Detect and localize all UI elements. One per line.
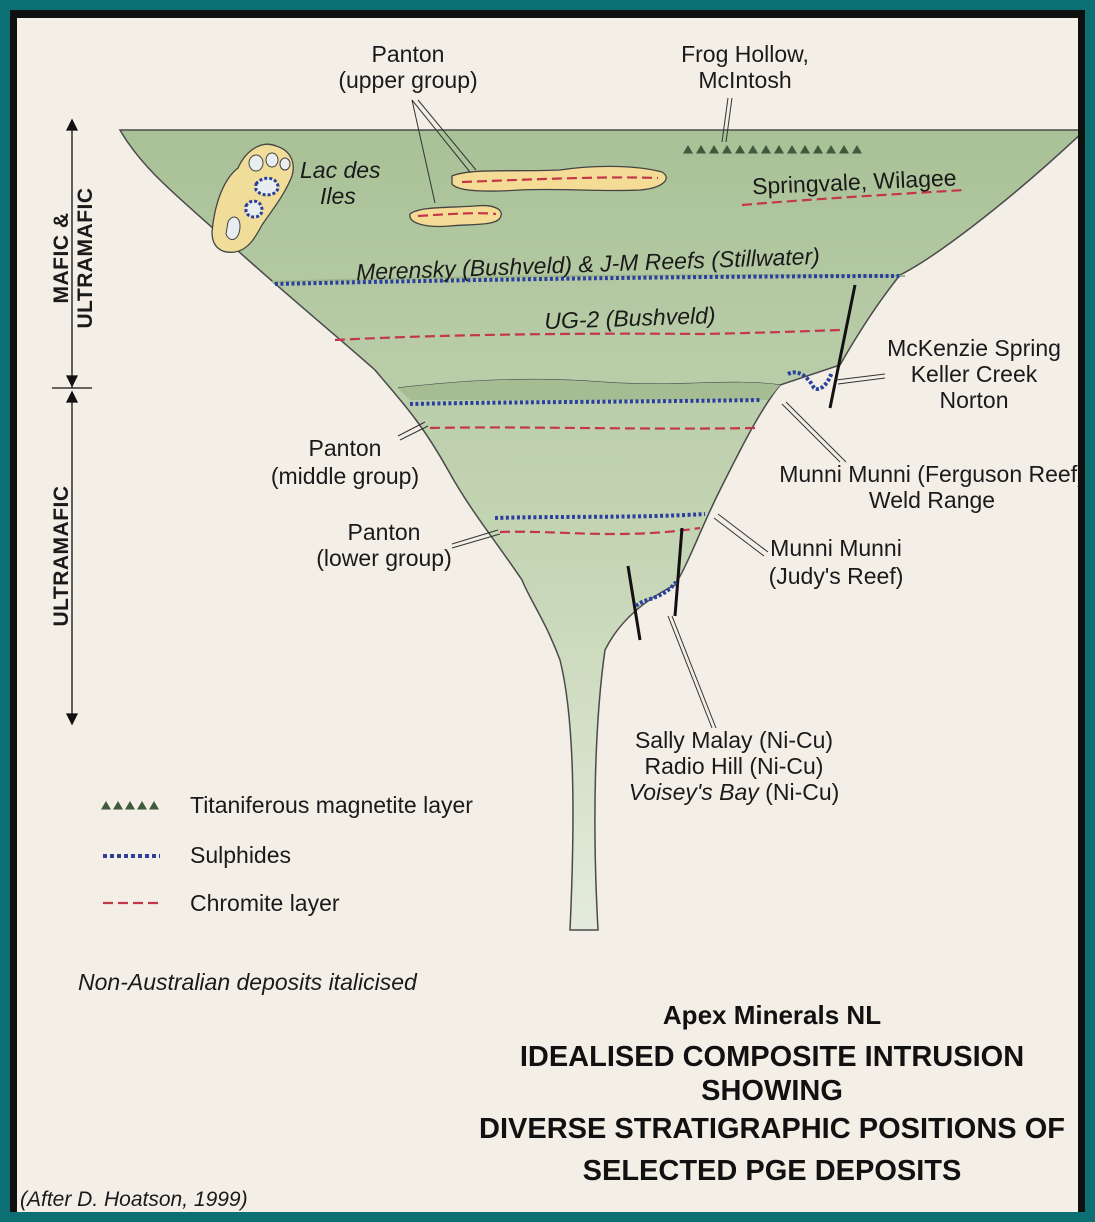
label-mckenzie-1: McKenzie Spring [887,335,1061,361]
lac-des-iles-pod [225,216,241,241]
lac-des-iles-pod [279,157,291,171]
label-sally-malay: Sally Malay (Ni-Cu) [635,727,833,753]
label-panton-upper-2: (upper group) [338,67,477,93]
legend: Titaniferous magnetite layer Sulphides C… [101,792,473,916]
magnetite-triangle [839,145,849,154]
mckenzie-sulphide-pod [787,370,834,391]
label-voiseys-suffix: (Ni-Cu) [759,779,840,805]
magnetite-triangle [722,145,732,154]
magnetite-triangle [709,145,719,154]
ug2-chromite [334,328,841,342]
legend-magnetite-label: Titaniferous magnetite layer [190,792,473,818]
fault-line-upper [828,284,857,409]
label-lac-des-iles-1: Lac des [300,157,381,183]
zone-label-ultramafic: ULTRAMAFIC [50,485,73,626]
lac-des-iles-sulphide-pod [244,199,264,219]
label-munni-ferguson-2: Weld Range [869,487,995,513]
title-line-4: SELECTED PGE DEPOSITS [583,1155,962,1187]
label-mckenzie-2: Keller Creek [911,361,1038,387]
lac-des-iles-sulphide-pod [254,176,280,197]
label-panton-lower-1: Panton [348,519,421,545]
panton-upper-chromite [461,176,659,184]
panton-lower-chromite [499,526,701,536]
leader-lines [397,97,886,729]
magnetite-triangle [696,145,706,154]
fault-line-lower-right [673,527,684,617]
panton-upper-lens-small [409,204,502,228]
lac-des-iles-pod [248,154,264,172]
legend-magnetite-triangle [101,801,111,810]
label-frog-hollow-2: McIntosh [698,67,791,93]
label-munni-ferguson-1: Munni Munni (Ferguson Reef) [779,461,1078,487]
munni-judy-sulphide [494,512,706,520]
legend-chromite-label: Chromite layer [190,890,340,916]
label-munni-judy-2: (Judy's Reef) [769,563,904,589]
label-panton-lower-2: (lower group) [316,545,452,571]
label-ug2: UG-2 (Bushveld) [544,302,716,334]
legend-magnetite-triangle [125,801,135,810]
zone-label-mafic-line1: MAFIC & [50,213,73,304]
label-voiseys-name: Voisey's Bay [629,779,761,805]
title-line-3: DIVERSE STRATIGRAPHIC POSITIONS OF [479,1113,1065,1145]
magnetite-triangle [761,145,771,154]
label-lac-des-iles-2: Iles [320,183,356,209]
magnetite-triangle [800,145,810,154]
legend-magnetite-triangle [113,801,123,810]
magnetite-triangle [774,145,784,154]
zone-arrows [52,118,92,726]
magnetite-triangle [813,145,823,154]
magnetite-triangle [735,145,745,154]
legend-magnetite-triangle [149,801,159,810]
magnetite-triangle [748,145,758,154]
label-panton-middle-2: (middle group) [271,463,419,489]
title-line-2: SHOWING [701,1075,843,1107]
merensky-sulphide-reef [274,274,903,286]
magnetite-triangle [683,145,693,154]
company-name: Apex Minerals NL [663,1000,881,1030]
label-frog-hollow-1: Frog Hollow, [681,41,809,67]
panton-upper-chromite-small [417,212,497,218]
magnetite-layer [683,145,862,154]
panton-middle-chromite [429,426,756,430]
label-voiseys-bay: Voisey's Bay (Ni-Cu) [629,779,840,805]
diagram-panel: MAFIC & ULTRAMAFIC ULTRAMAFIC Panton (up… [17,18,1078,1212]
zone-label-mafic-line2: ULTRAMAFIC [74,187,97,328]
label-panton-middle-1: Panton [309,435,382,461]
label-munni-judy-1: Munni Munni [770,535,902,561]
legend-magnetite-triangle [137,801,147,810]
title-line-1: IDEALISED COMPOSITE INTRUSION [520,1041,1024,1073]
label-radio-hill: Radio Hill (Ni-Cu) [645,753,824,779]
magnetite-triangle [787,145,797,154]
munni-ferguson-sulphide [409,398,761,406]
legend-magnetite-symbol [101,801,159,810]
middle-band-fill [398,379,780,400]
note-italicised: Non-Australian deposits italicised [78,969,418,995]
lac-des-iles-pod [265,152,279,168]
label-panton-upper-1: Panton [372,41,445,67]
sally-malay-sulphide-pod [634,580,678,608]
magnetite-triangle [826,145,836,154]
attribution: (After D. Hoatson, 1999) [20,1188,248,1211]
label-mckenzie-3: Norton [939,387,1008,413]
springvale-chromite [741,188,966,207]
legend-sulphide-label: Sulphides [190,842,291,868]
magnetite-triangle [852,145,862,154]
fault-line-lower-left [626,565,642,641]
